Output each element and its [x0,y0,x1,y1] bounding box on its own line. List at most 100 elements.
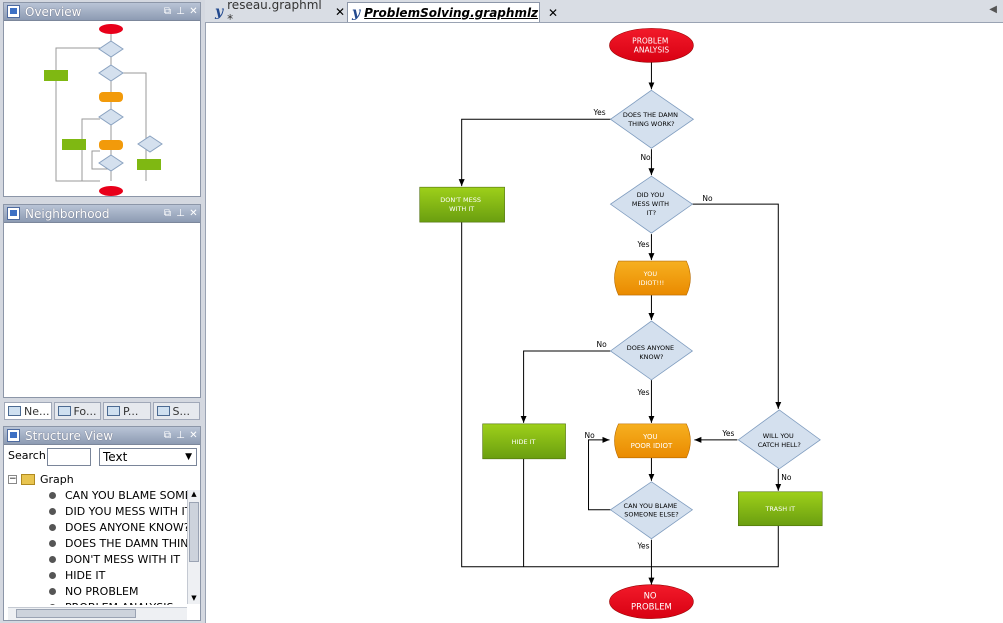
scroll-down-icon[interactable]: ▼ [191,594,197,602]
pin-icon[interactable]: ⊥ [176,208,185,219]
graph-canvas[interactable]: Yes No No Yes No Yes Yes No No Yes PROBL… [205,22,1003,623]
edge-label-yes: Yes [636,240,649,249]
node-trash-it[interactable]: TRASH IT [738,491,823,527]
node-mess-with-it[interactable]: DID YOU MESS WITH IT? [609,175,694,234]
tree-item[interactable]: CAN YOU BLAME SOMEO [8,487,189,503]
node-blame-someone[interactable]: CAN YOU BLAME SOMEONE ELSE? [609,481,694,540]
dock-tab-label: P... [123,404,139,418]
close-icon[interactable]: ✕ [189,430,198,441]
tab-label: reseau.graphml * [227,0,322,26]
node-hide-it[interactable]: HIDE IT [482,423,566,460]
tree-item[interactable]: NO PROBLEM [8,583,189,599]
dock-tab-folding[interactable]: Fo... [53,402,101,420]
edge [520,350,611,423]
float-icon[interactable]: ⧉ [163,430,172,441]
svg-text:YOU POOR IDIOT: YOU POOR IDIOT [631,433,673,450]
dock-tab-search[interactable]: S... [152,402,200,420]
pin-icon[interactable]: ⊥ [176,430,185,441]
svg-text:DID YOU MESS WITH: DID YOU MESS WITH IT? [632,191,671,217]
tab-problemsolving[interactable]: y ProblemSolving.graphmlz ✕ [347,2,558,22]
editor-tabbar: y reseau.graphml * ✕ y ProblemSolving.gr… [205,0,1003,26]
dock-tab-neighborhood[interactable]: Ne... [4,402,52,420]
tree-item[interactable]: PROBLEM ANALYSIS [8,599,189,605]
panel-icon [107,406,120,416]
search-label: Search [8,449,46,462]
collapse-icon[interactable]: − [8,473,17,484]
node-no-problem[interactable]: NO PROBLEM [609,584,694,619]
scroll-up-icon[interactable]: ▲ [191,490,197,498]
hscroll-thumb[interactable] [16,609,136,618]
search-input[interactable] [47,448,91,466]
node-you-idiot[interactable]: YOU IDIOT!!! [614,260,691,296]
svg-text:YOU IDIOT!!!: YOU IDIOT!!! [639,270,665,287]
neighborhood-title: Neighborhood [25,206,110,221]
node-label: THING WORK? [627,120,674,128]
node-bullet-icon [49,555,56,563]
edge [588,436,611,511]
tree-item[interactable]: HIDE IT [8,567,189,583]
overview-minimap[interactable] [4,21,200,196]
node-dont-mess[interactable]: DON'T MESS WITH IT [419,186,505,223]
node-bullet-icon [49,571,56,579]
node-bullet-icon [49,603,56,605]
edge-label-yes: Yes [593,108,606,117]
node-label: ANALYSIS [634,45,670,54]
node-problem-analysis[interactable]: PROBLEM ANALYSIS [609,28,694,63]
svg-text:DOES THE DAMN THING WORK: DOES THE DAMN THING WORK? [623,111,680,128]
editor-area: y reseau.graphml * ✕ y ProblemSolving.gr… [205,0,1003,623]
tree-vscrollbar[interactable]: ▲ ▼ [187,490,200,604]
pin-icon[interactable]: ⊥ [176,6,185,17]
yed-icon: y [352,4,361,21]
node-label: DON'T MESS [440,196,481,204]
node-label: SOMEONE ELSE? [624,511,678,519]
tab-label: ProblemSolving.graphmlz [364,5,539,20]
tree-item-label: DID YOU MESS WITH IT? [65,504,189,518]
edge-label-no: No [597,340,608,349]
node-bullet-icon [49,523,56,531]
panel-icon [156,406,170,416]
structure-icon [7,429,20,442]
structure-panel: Structure View ⧉ ⊥ ✕ Search Text ▼ − Gra… [3,426,201,621]
close-icon[interactable]: ✕ [189,208,198,219]
overview-panel: Overview ⧉ ⊥ ✕ [3,2,201,197]
node-bullet-icon [49,539,56,547]
tree-item[interactable]: DON'T MESS WITH IT [8,551,189,567]
node-label: DOES ANYONE [627,344,674,352]
dock-tab-properties[interactable]: P... [103,402,151,420]
tree-hscrollbar[interactable] [8,607,187,620]
tree-item[interactable]: DOES THE DAMN THING W [8,535,189,551]
svg-text:HIDE IT: HIDE IT [512,438,536,446]
graph-edges [458,62,782,585]
tree-item-label: HIDE IT [65,568,106,582]
node-label: IDIOT!!! [639,279,665,287]
edge [651,525,779,568]
node-poor-idiot[interactable]: YOU POOR IDIOT [614,423,691,459]
scroll-thumb[interactable] [189,502,199,562]
close-icon[interactable]: ✕ [189,6,198,17]
float-icon[interactable]: ⧉ [163,6,172,17]
tab-reseau[interactable]: y reseau.graphml * ✕ [215,0,345,26]
tab-scroll-left-icon[interactable]: ◀ [989,4,997,15]
panel-icon [8,406,21,416]
svg-text:WILL YOU CATCH HELL?: WILL YOU CATCH HELL? [758,432,801,449]
edge [461,222,652,568]
overview-icon [7,5,20,18]
node-label: CATCH HELL? [758,441,801,449]
tree-item-label: NO PROBLEM [65,584,139,598]
node-anyone-know[interactable]: DOES ANYONE KNOW? [609,320,694,381]
node-label: KNOW? [639,353,663,361]
filter-select[interactable]: Text ▼ [99,448,197,466]
folder-icon [21,473,35,485]
node-label: PROBLEM [632,36,668,45]
node-catch-hell[interactable]: WILL YOU CATCH HELL? [737,409,821,470]
close-icon[interactable]: ✕ [334,5,345,19]
node-damn-thing-work[interactable]: DOES THE DAMN THING WORK? [609,89,695,149]
close-icon[interactable]: ✕ [548,5,559,20]
node-label: DID YOU [637,191,665,199]
tree-item[interactable]: DOES ANYONE KNOW? [8,519,189,535]
tree-item[interactable]: DID YOU MESS WITH IT? [8,503,189,519]
tree-root[interactable]: − Graph [8,471,189,487]
node-bullet-icon [49,587,56,595]
float-icon[interactable]: ⧉ [163,208,172,219]
node-label: YOU [642,433,658,441]
